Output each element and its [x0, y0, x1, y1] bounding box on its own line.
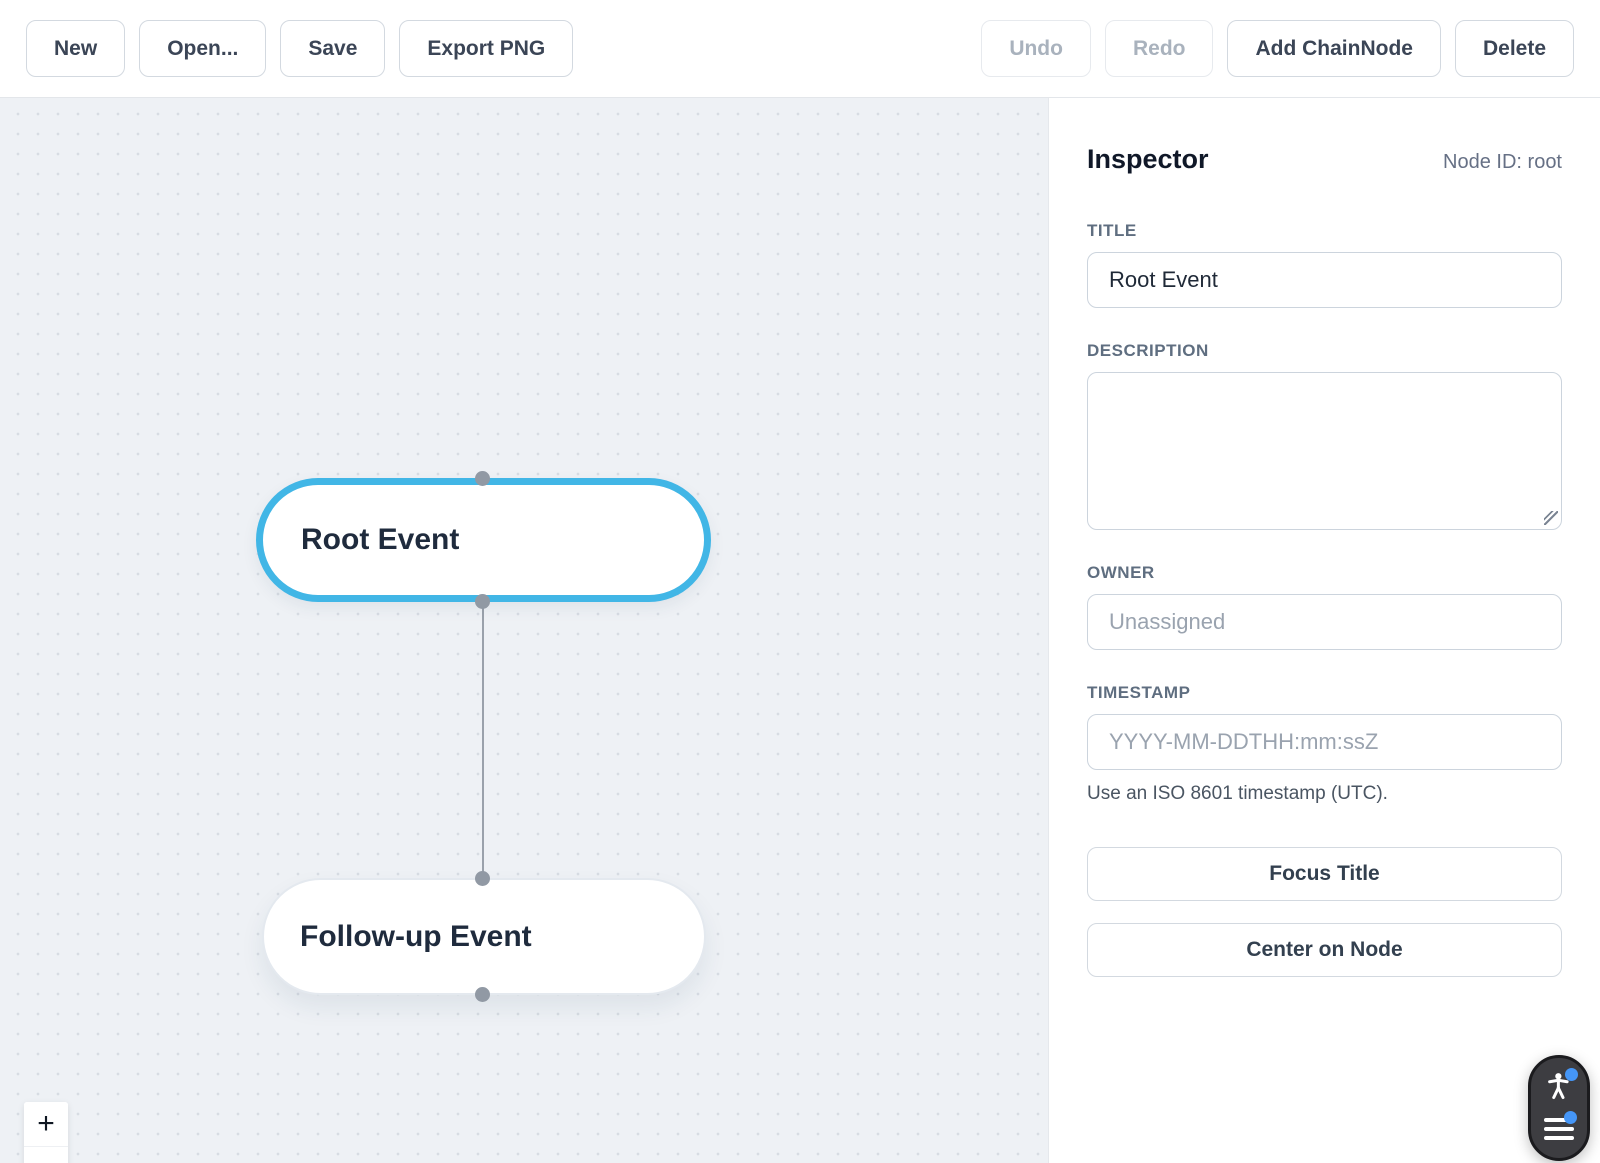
node-handle-followup-bottom[interactable] [475, 987, 490, 1002]
menu-bar [1544, 1127, 1574, 1131]
center-on-node-button[interactable]: Center on Node [1087, 923, 1562, 977]
accessibility-person-icon[interactable] [1544, 1068, 1578, 1101]
node-followup-event[interactable]: Follow-up Event [262, 878, 706, 995]
title-label: TITLE [1087, 221, 1137, 240]
undo-button[interactable]: Undo [981, 20, 1091, 77]
toolbar: New Open... Save Export PNG Undo Redo Ad… [0, 0, 1600, 98]
new-button[interactable]: New [26, 20, 126, 77]
inspector-title: Inspector [1087, 144, 1209, 174]
flow-canvas[interactable]: Root Event Follow-up Event + − [0, 98, 1048, 1163]
plus-icon: + [37, 1107, 55, 1140]
node-handle-followup-top[interactable] [475, 871, 490, 886]
edge-root-to-followup[interactable] [482, 602, 484, 880]
canvas-controls: + − [24, 1102, 68, 1163]
redo-button[interactable]: Redo [1104, 20, 1214, 77]
open-button[interactable]: Open... [139, 20, 267, 77]
menu-bar [1544, 1118, 1568, 1122]
zoom-out-button[interactable]: − [24, 1147, 68, 1163]
timestamp-field-group: TIMESTAMP Use an ISO 8601 timestamp (UTC… [1087, 683, 1562, 805]
toolbar-right-group: Undo Redo Add ChainNode Delete [981, 20, 1574, 77]
node-title: Follow-up Event [300, 919, 532, 953]
node-id-label: Node ID: root [1443, 151, 1562, 173]
inspector-actions: Focus Title Center on Node [1087, 847, 1562, 977]
timestamp-label: TIMESTAMP [1087, 683, 1191, 702]
add-chainnode-button[interactable]: Add ChainNode [1227, 20, 1441, 77]
description-label: DESCRIPTION [1087, 341, 1209, 360]
toolbar-left-group: New Open... Save Export PNG [26, 20, 574, 77]
save-button[interactable]: Save [280, 20, 386, 77]
notification-dot [1565, 1068, 1578, 1081]
inspector-header: Inspector Node ID: root [1087, 144, 1562, 175]
node-root-event[interactable]: Root Event [256, 478, 711, 602]
owner-field-group: OWNER [1087, 563, 1562, 650]
minus-icon: − [37, 1152, 55, 1163]
description-field-group: DESCRIPTION [1087, 341, 1562, 530]
node-handle-root-bottom[interactable] [475, 594, 490, 609]
main-area: Root Event Follow-up Event + − [0, 98, 1600, 1163]
inspector-panel: Inspector Node ID: root TITLE DESCRIPTIO… [1048, 98, 1600, 1163]
timestamp-help-text: Use an ISO 8601 timestamp (UTC). [1087, 783, 1388, 804]
focus-title-button[interactable]: Focus Title [1087, 847, 1562, 901]
description-textarea[interactable] [1087, 372, 1562, 530]
node-title: Root Event [301, 523, 460, 556]
owner-label: OWNER [1087, 563, 1155, 582]
owner-input[interactable] [1087, 594, 1562, 650]
menu-lines-icon[interactable] [1544, 1111, 1577, 1143]
zoom-in-button[interactable]: + [24, 1102, 68, 1147]
notification-dot [1564, 1111, 1577, 1124]
node-handle-root-top[interactable] [475, 471, 490, 486]
timestamp-input[interactable] [1087, 714, 1562, 770]
title-input[interactable] [1087, 252, 1562, 308]
delete-button[interactable]: Delete [1454, 20, 1574, 77]
menu-bar [1544, 1136, 1574, 1140]
title-field-group: TITLE [1087, 221, 1562, 308]
accessibility-widget[interactable] [1528, 1055, 1590, 1161]
export-png-button[interactable]: Export PNG [399, 20, 574, 77]
